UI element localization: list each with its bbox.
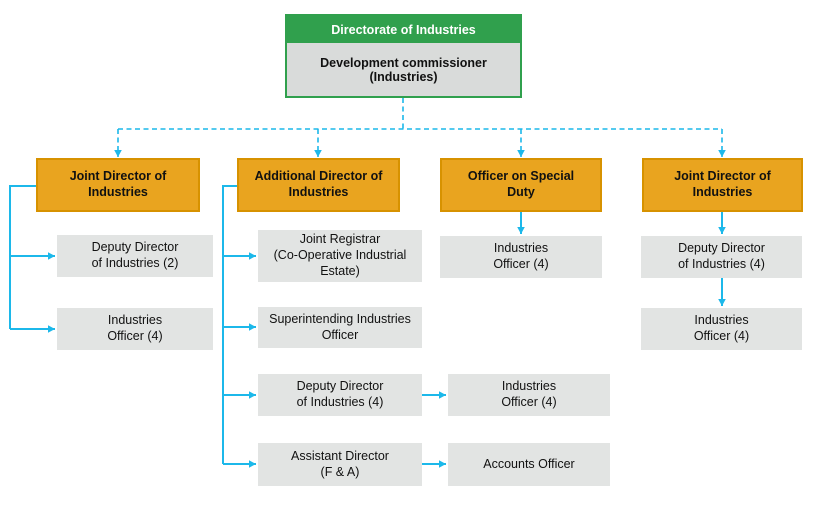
node-label: Deputy Director of Industries (4) — [678, 241, 765, 271]
node-label: Joint Director of Industries — [674, 169, 771, 199]
node-label: Joint Director of Industries — [69, 169, 167, 199]
node-deputy-director-of-industries-4-branch4: Deputy Director of Industries (4) — [641, 236, 802, 278]
node-label: Accounts Officer — [483, 456, 575, 471]
node-industries-officer-branch1: Industries Officer (4) — [57, 308, 213, 350]
node-label: Joint Registrar (Co-Operative Industrial… — [273, 232, 407, 278]
node-deputy-director-of-industries-2: Deputy Director of Industries (2) — [57, 235, 213, 277]
node-label: Officer on Special Duty — [467, 169, 575, 199]
node-directorate-root: Directorate of Industries Development co… — [285, 14, 522, 98]
branch1-connector — [9, 185, 55, 333]
node-label: Industries Officer (4) — [693, 313, 750, 343]
node-label: Additional Director of Industries — [254, 169, 383, 199]
node-label: Industries Officer (4) — [107, 313, 163, 343]
node-industries-officer-branch2: Industries Officer (4) — [448, 374, 610, 416]
node-industries-officer-branch4: Industries Officer (4) — [641, 308, 802, 350]
node-label: Superintending Industries Officer — [269, 311, 411, 342]
node-joint-registrar: Joint Registrar (Co-Operative Industrial… — [258, 230, 422, 282]
node-assistant-director-fa: Assistant Director (F & A) — [258, 443, 422, 486]
node-superintending-industries-officer: Superintending Industries Officer — [258, 307, 422, 348]
node-label: Industries Officer (4) — [493, 241, 549, 271]
node-deputy-director-of-industries-4-branch2: Deputy Director of Industries (4) — [258, 374, 422, 416]
node-label: Deputy Director of Industries (2) — [91, 240, 179, 270]
root-distribution-connector — [114, 98, 726, 157]
node-additional-director-of-industries: Additional Director of Industries — [237, 158, 400, 212]
node-industries-officer-osd: Industries Officer (4) — [440, 236, 602, 278]
node-label: Deputy Director of Industries (4) — [296, 379, 384, 409]
development-commissioner-label: Development commissioner (Industries) — [287, 43, 520, 96]
node-accounts-officer: Accounts Officer — [448, 443, 610, 486]
node-label: Assistant Director (F & A) — [291, 448, 389, 479]
node-joint-director-of-industries-1: Joint Director of Industries — [36, 158, 200, 212]
branch2-connector — [222, 185, 446, 468]
node-joint-director-of-industries-2: Joint Director of Industries — [642, 158, 803, 212]
node-label: Industries Officer (4) — [501, 379, 557, 409]
node-officer-on-special-duty: Officer on Special Duty — [440, 158, 602, 212]
directorate-header: Directorate of Industries — [287, 16, 520, 43]
